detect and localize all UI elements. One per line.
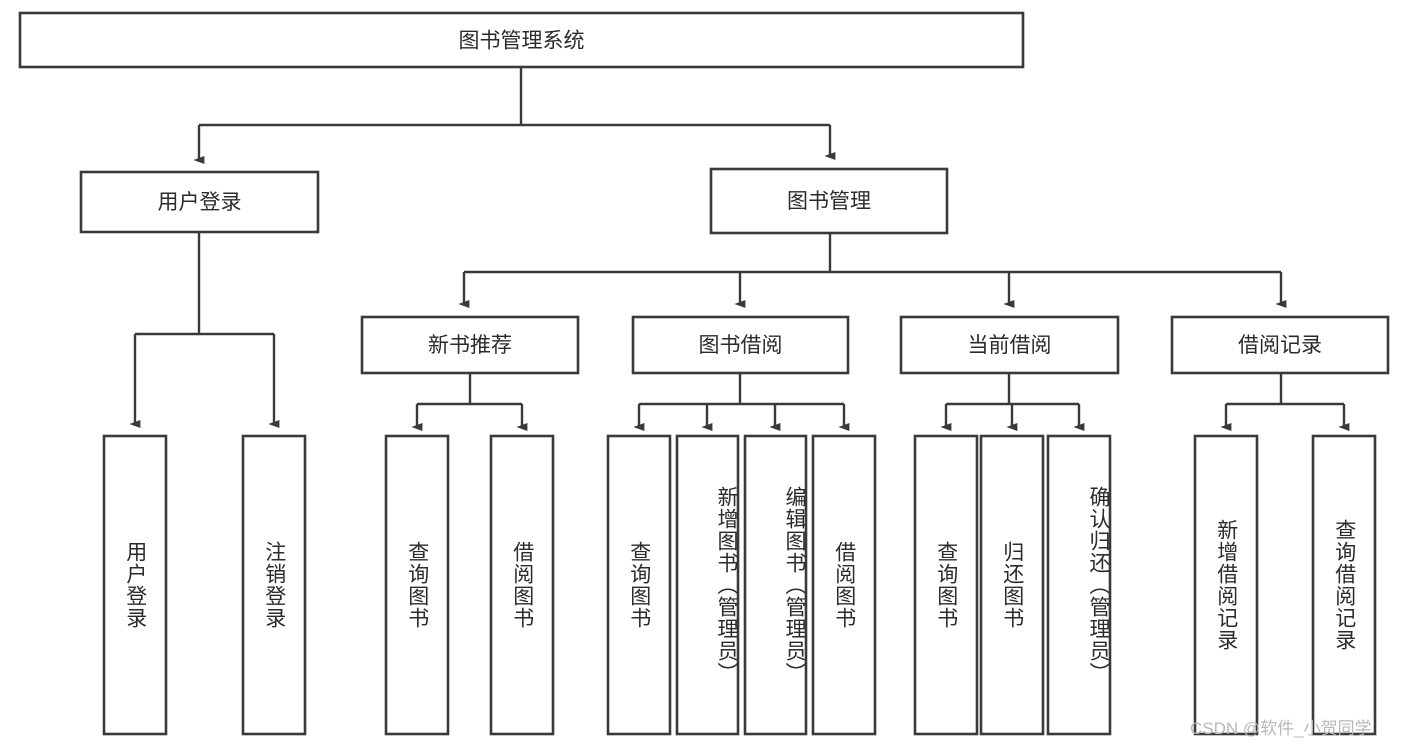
node-borrow-record-box[interactable] — [1170, 315, 1390, 375]
node-current-borrow-label: 当前借阅 — [968, 334, 1052, 357]
leaf-label-logout-login: 注销登录 — [262, 541, 286, 629]
edge-group-root-to-level1 — [193, 67, 836, 165]
leaf-box-user-login[interactable] — [102, 434, 168, 736]
leaf-box-logout-login[interactable] — [241, 434, 307, 736]
leaf-box-borrow-book-2[interactable] — [811, 434, 877, 736]
node-root-box[interactable] — [18, 11, 1025, 69]
leaf-box-borrow-book-1[interactable] — [489, 434, 555, 736]
leaf-box-query-book-2[interactable] — [606, 434, 672, 736]
node-borrow-record-label: 借阅记录 — [1238, 334, 1322, 357]
node-user-login-label: 用户登录 — [158, 191, 242, 214]
edge-group-newbook-to-leaves — [411, 373, 528, 432]
edge-group-bookmanagement-to-level2 — [458, 233, 1287, 309]
leaf-box-query-book-3[interactable] — [913, 434, 979, 736]
leaf-label-query-record: 查询借阅记录 — [1332, 519, 1356, 651]
leaf-box-return-book[interactable] — [979, 434, 1045, 736]
leaf-label-return-book: 归还图书 — [1000, 541, 1024, 629]
csdn-watermark: CSDN @软件_小贺同学 — [1190, 719, 1372, 738]
leaf-label-confirm-return: 确认归还（管理员） — [1087, 486, 1110, 684]
node-current-borrow-box[interactable] — [899, 315, 1120, 375]
node-root-label: 图书管理系统 — [459, 30, 585, 53]
node-book-borrow-box[interactable] — [631, 315, 850, 375]
edge-group-borrowrecord-to-leaves — [1220, 373, 1350, 432]
leaf-box-add-book[interactable] — [675, 434, 740, 736]
node-book-management-label: 图书管理 — [787, 190, 871, 213]
leaf-label-query-book-3: 查询图书 — [934, 541, 958, 629]
node-new-book-recommend-label: 新书推荐 — [428, 334, 512, 357]
leaf-label-query-book-2: 查询图书 — [627, 541, 651, 629]
leaf-label-borrow-book-1: 借阅图书 — [510, 541, 534, 629]
leaf-box-query-record[interactable] — [1311, 434, 1377, 736]
edge-group-userlogin-to-leaves — [129, 232, 280, 429]
node-book-management-box[interactable] — [709, 167, 949, 235]
node-new-book-recommend-box[interactable] — [360, 315, 580, 375]
node-user-login-box[interactable] — [79, 170, 320, 234]
leaf-label-borrow-book-2: 借阅图书 — [832, 541, 856, 629]
edge-group-bookborrow-to-leaves — [633, 373, 850, 432]
leaf-box-query-book-1[interactable] — [384, 434, 450, 736]
leaf-label-add-record: 新增借阅记录 — [1214, 519, 1238, 651]
leaf-label-edit-book: 编辑图书（管理员） — [783, 486, 806, 684]
leaf-label-query-book-1: 查询图书 — [405, 541, 429, 629]
leaf-box-confirm-return[interactable] — [1046, 434, 1112, 736]
leaf-box-edit-book[interactable] — [743, 434, 808, 736]
edge-group-currentborrow-to-leaves — [940, 373, 1085, 432]
leaf-box-add-record[interactable] — [1193, 434, 1259, 736]
leaf-label-user-login: 用户登录 — [123, 541, 147, 629]
leaf-label-add-book: 新增图书（管理员） — [715, 486, 738, 684]
node-book-borrow-label: 图书借阅 — [699, 334, 783, 357]
